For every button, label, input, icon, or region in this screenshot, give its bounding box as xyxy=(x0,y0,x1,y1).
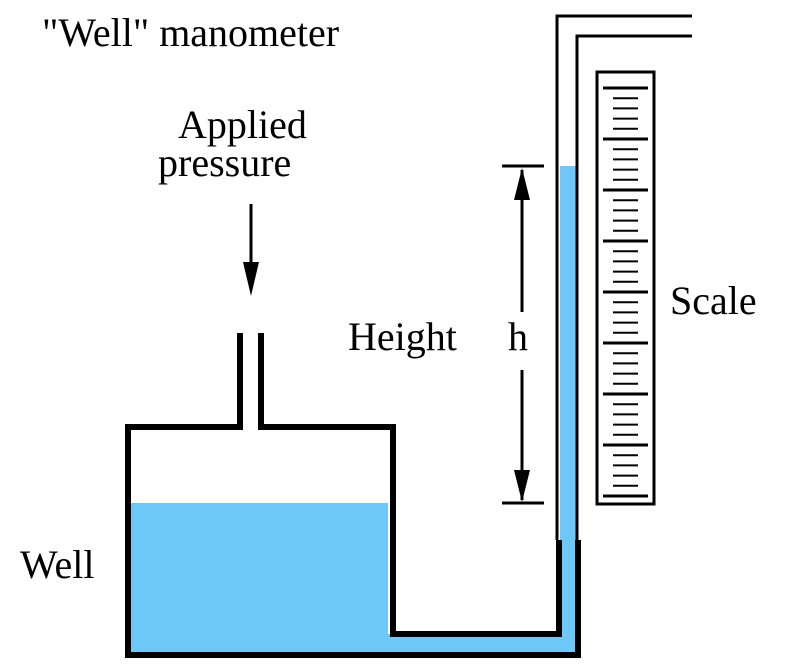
well-label: Well xyxy=(20,542,95,587)
applied-label-line2: pressure xyxy=(158,140,291,185)
height-label: Height xyxy=(348,314,457,359)
diagram-title: "Well" manometer xyxy=(42,10,339,55)
column-liquid xyxy=(560,166,578,654)
vertical-tube xyxy=(555,14,692,540)
applied-label-line1: Applied xyxy=(178,102,307,147)
well-liquid xyxy=(129,503,388,653)
well-vessel xyxy=(125,333,581,658)
well-vessel-top-right xyxy=(258,333,562,637)
applied-pressure-arrow xyxy=(243,204,259,296)
scale-label: Scale xyxy=(670,278,757,323)
scale-frame xyxy=(595,70,656,506)
h-label: h xyxy=(508,314,528,359)
pipe-liquid xyxy=(388,634,578,654)
height-dimension xyxy=(502,164,544,505)
scale-ticks xyxy=(603,86,648,498)
